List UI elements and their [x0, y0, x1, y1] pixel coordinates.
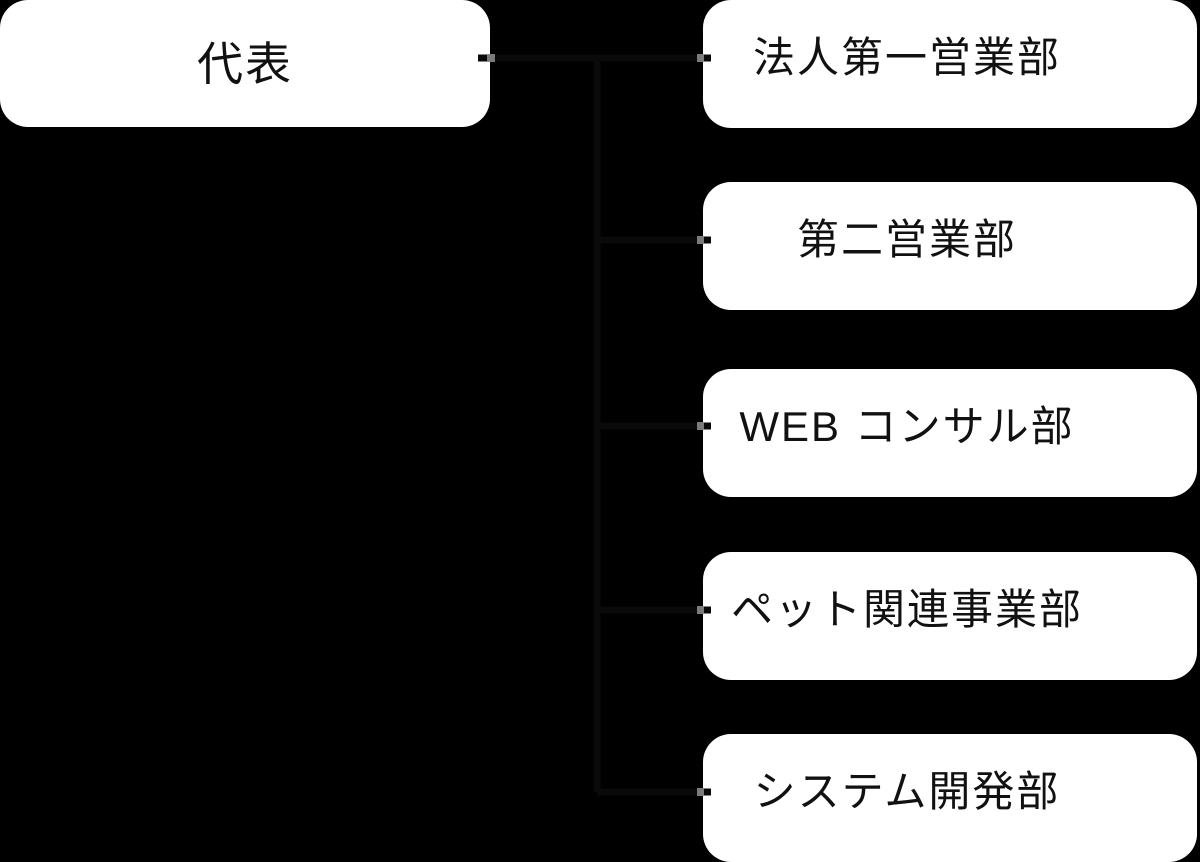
department-node-3-label: WEB コンサル部: [739, 403, 1075, 450]
junction-ticks: [487, 54, 704, 796]
department-node-4-label: ペット関連事業部: [730, 586, 1083, 633]
department-node-3: WEB コンサル部: [703, 369, 1197, 497]
department-node-4: ペット関連事業部: [703, 552, 1197, 680]
department-node-5: システム開発部: [703, 734, 1197, 862]
root-node: 代表: [0, 0, 490, 127]
department-node-2-label: 第二営業部: [796, 216, 1017, 263]
department-node-1: 法人第一営業部: [703, 0, 1197, 128]
department-node-1-label: 法人第一営業部: [752, 34, 1061, 81]
connector-tree-path: [478, 54, 711, 796]
department-node-2: 第二営業部: [703, 182, 1197, 310]
root-node-label: 代表: [197, 37, 293, 90]
department-node-5-label: システム開発部: [753, 768, 1061, 815]
